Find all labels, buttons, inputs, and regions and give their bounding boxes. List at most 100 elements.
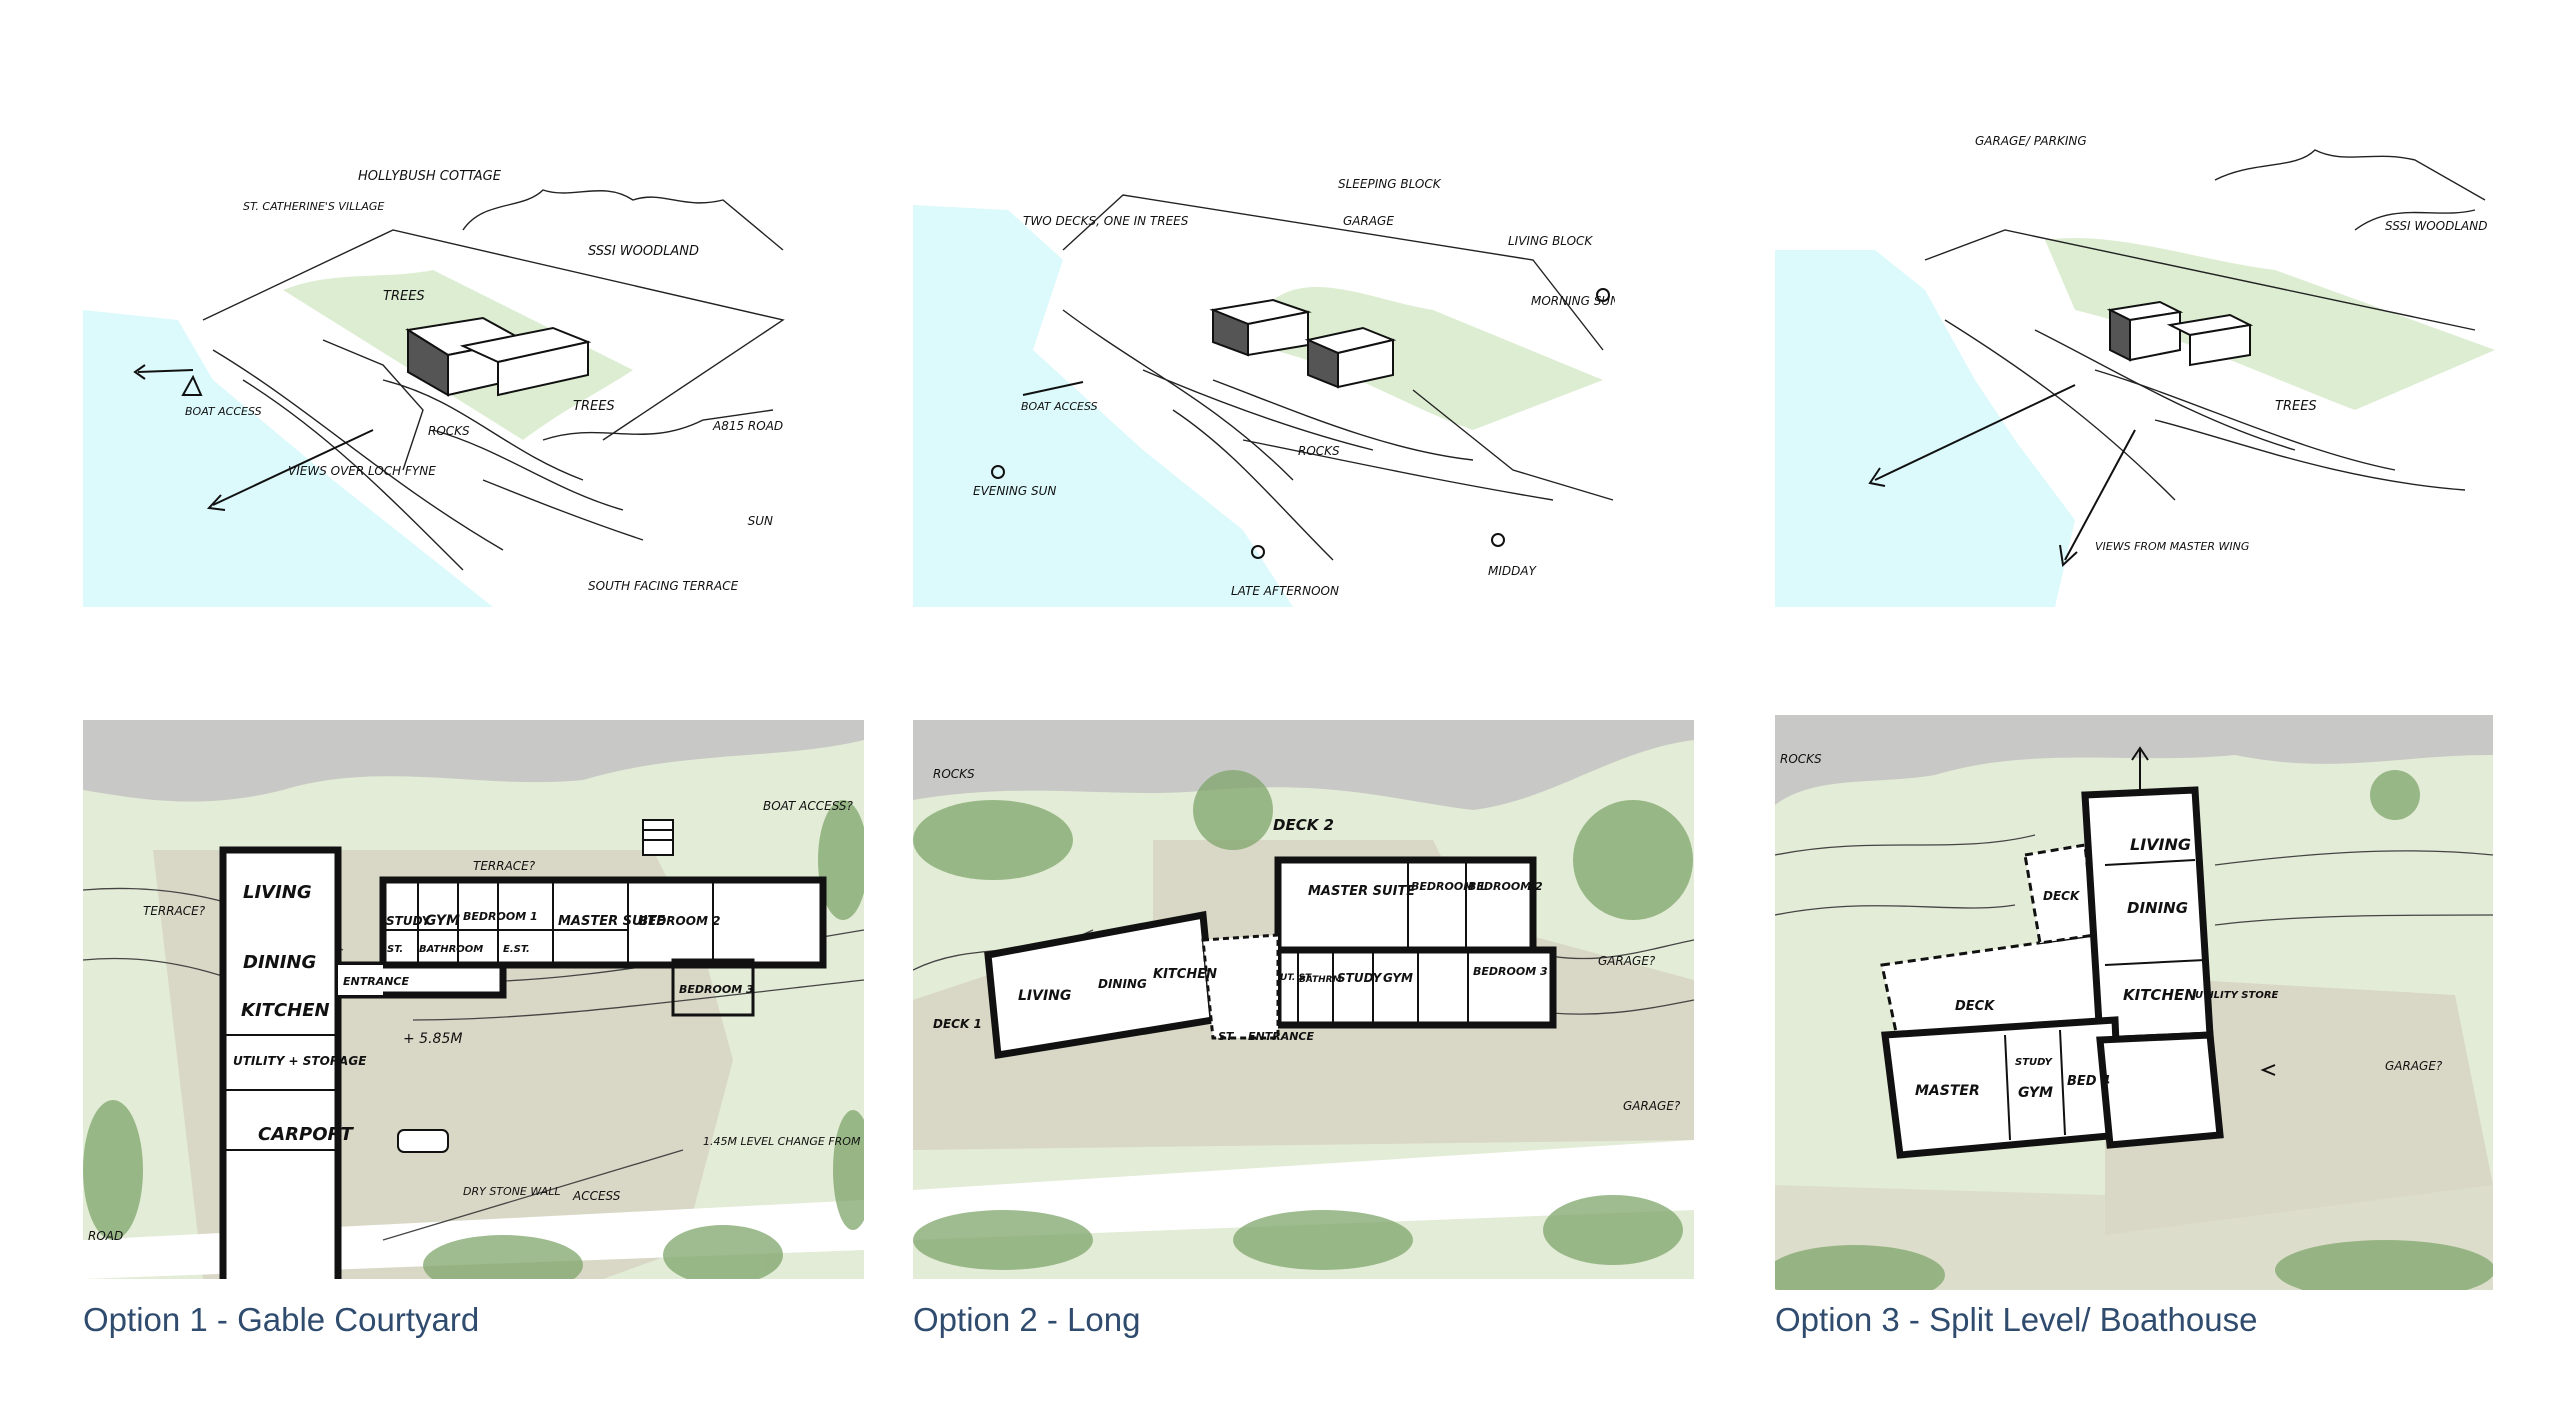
label-living: LIVING BLOCK: [1508, 234, 1593, 248]
label-road: A815 ROAD: [712, 419, 783, 433]
label-road: ROAD: [88, 1229, 123, 1243]
label-garage-2: GARAGE?: [1623, 1099, 1681, 1113]
option-3-plan-drawing: ROCKS LIVING DINING KITCHEN DECK DECK MA…: [1775, 715, 2493, 1290]
label-village: ST. CATHERINE'S VILLAGE: [243, 200, 384, 213]
room-gym: GYM: [1383, 971, 1413, 985]
label-garage: GARAGE/ PARKING: [1975, 134, 2087, 148]
room-est: E.ST.: [503, 944, 530, 955]
label-entrance: ENTRANCE: [1248, 1030, 1314, 1043]
building-outline: [219, 846, 827, 1279]
room-bed1: BEDROOM 1: [1411, 880, 1486, 893]
label-views: VIEWS FROM MASTER WING: [2095, 540, 2249, 553]
label-sssi: SSSI WOODLAND: [588, 244, 699, 259]
woodland-area: [1273, 287, 1603, 430]
label-deck2: DECK 2: [1273, 816, 1334, 834]
rocks-area: [913, 720, 1694, 810]
label-rocks: ROCKS: [1780, 752, 1822, 766]
option-1-sketch-drawing: HOLLYBUSH COTTAGE ST. CATHERINE'S VILLAG…: [83, 169, 785, 607]
room-bathroom: BATHROOM: [419, 944, 483, 955]
option-3-sketch-drawing: GARAGE/ PARKING SSSI WOODLAND TREES VIEW…: [1775, 134, 2495, 607]
label-hollybush: HOLLYBUSH COTTAGE: [358, 169, 502, 184]
house-block: [2106, 300, 2254, 367]
option-2-sketch: TWO DECKS, ONE IN TREES SLEEPING BLOCK G…: [913, 150, 1615, 607]
label-level: + 5.85M: [403, 1031, 462, 1047]
room-kitchen: KITCHEN: [241, 1000, 330, 1021]
building-outline: [984, 856, 1557, 1060]
label-rocks: ROCKS: [428, 424, 470, 438]
room-bed2: BEDROOM 2: [639, 914, 720, 928]
rocks-area: [1775, 715, 2493, 805]
option-1-plan: LIVING DINING KITCHEN UTILITY + STORAGE …: [83, 720, 864, 1279]
room-bathroom: BATHRM: [1299, 975, 1342, 985]
road: [913, 1140, 1694, 1240]
loch-water: [83, 310, 493, 607]
room-st: ST.: [387, 944, 403, 955]
room-gym: GYM: [2018, 1085, 2053, 1101]
label-garage: GARAGE: [1343, 214, 1394, 228]
trees: [913, 770, 1693, 1270]
car-icon: [397, 1129, 449, 1153]
option-3-sketch: GARAGE/ PARKING SSSI WOODLAND TREES VIEW…: [1775, 120, 2503, 607]
room-living: LIVING: [2130, 835, 2191, 854]
label-deck: DECK: [1955, 999, 1995, 1014]
room-bed3: BEDROOM 3: [679, 983, 754, 996]
room-st: ST: [1218, 1030, 1235, 1043]
label-terrace: SOUTH FACING TERRACE: [588, 579, 739, 593]
option-2-plan-drawing: ROCKS DECK 2 DECK 1 LIVING DINING KITCHE…: [913, 720, 1694, 1270]
loch-water: [913, 205, 1293, 607]
label-entrance: ENTRANCE: [343, 975, 409, 988]
room-master: MASTER SUITE: [1308, 884, 1415, 899]
label-garage: GARAGE?: [2385, 1059, 2443, 1073]
room-study: STUDY: [2015, 1057, 2054, 1068]
stair-icon: [642, 819, 674, 856]
trees: [1775, 770, 2493, 1290]
label-deck-top: DECK: [2043, 889, 2081, 903]
room-dining: DINING: [243, 952, 316, 973]
house-blocks: [1209, 298, 1397, 389]
option-3-plan: ROCKS LIVING DINING KITCHEN DECK DECK MA…: [1775, 715, 2493, 1290]
room-kitchen: KITCHEN: [2123, 986, 2197, 1004]
room-kitchen: KITCHEN: [1153, 967, 1217, 982]
room-bed4: BED 4: [2067, 1074, 2110, 1089]
label-rocks: ROCKS: [1298, 444, 1340, 458]
option-1-sketch: HOLLYBUSH COTTAGE ST. CATHERINE'S VILLAG…: [83, 150, 785, 607]
room-study: STUDY: [1337, 971, 1383, 985]
loch-water: [1775, 250, 2075, 607]
room-bed1: BEDROOM 1: [463, 910, 538, 923]
room-study: STUDY: [386, 914, 432, 928]
label-midday: MIDDAY: [1488, 564, 1538, 578]
woodland-area: [2045, 237, 2495, 410]
label-evening: EVENING SUN: [973, 484, 1056, 498]
label-boat: BOAT ACCESS?: [763, 799, 854, 813]
deck-top-area: [2023, 843, 2097, 945]
room-dining: DINING: [1098, 977, 1147, 991]
label-trees1: TREES: [383, 289, 425, 304]
label-deck1: DECK 1: [933, 1017, 982, 1031]
label-morning: MORNING SUN: [1531, 294, 1615, 308]
label-trees: TREES: [2275, 399, 2317, 414]
room-utility: UTILITY STORE: [2195, 990, 2279, 1001]
label-sssi: SSSI WOODLAND: [2385, 219, 2487, 233]
room-bed3: BEDROOM 3: [1473, 965, 1548, 978]
room-living: LIVING: [1018, 988, 1071, 1004]
label-sun: SUN: [748, 514, 773, 528]
arrow-icon: [2131, 746, 2276, 1076]
option-2-sketch-drawing: TWO DECKS, ONE IN TREES SLEEPING BLOCK G…: [913, 177, 1615, 607]
label-boat: BOAT ACCESS: [1021, 400, 1098, 413]
label-trees2: TREES: [573, 399, 615, 414]
label-views: VIEWS OVER LOCH FYNE: [288, 464, 436, 478]
option-3-caption: Option 3 - Split Level/ Boathouse: [1775, 1301, 2258, 1338]
room-dining: DINING: [2127, 899, 2188, 917]
label-rocks: ROCKS: [933, 767, 975, 781]
label-access: ACCESS: [572, 1189, 621, 1203]
room-master: MASTER SUITE: [558, 914, 665, 929]
option-1-plan-drawing: LIVING DINING KITCHEN UTILITY + STORAGE …: [83, 720, 864, 1279]
option-2-plan: ROCKS DECK 2 DECK 1 LIVING DINING KITCHE…: [913, 720, 1694, 1279]
label-decks: TWO DECKS, ONE IN TREES: [1023, 214, 1189, 228]
room-ust: UT. ST: [1280, 973, 1312, 983]
room-bed2: BEDROOM 2: [1468, 880, 1543, 893]
label-garage-1: GARAGE?: [1598, 954, 1656, 968]
label-boat: BOAT ACCESS: [185, 405, 262, 418]
option-1-caption: Option 1 - Gable Courtyard: [83, 1301, 480, 1338]
room-living: LIVING: [243, 882, 312, 903]
